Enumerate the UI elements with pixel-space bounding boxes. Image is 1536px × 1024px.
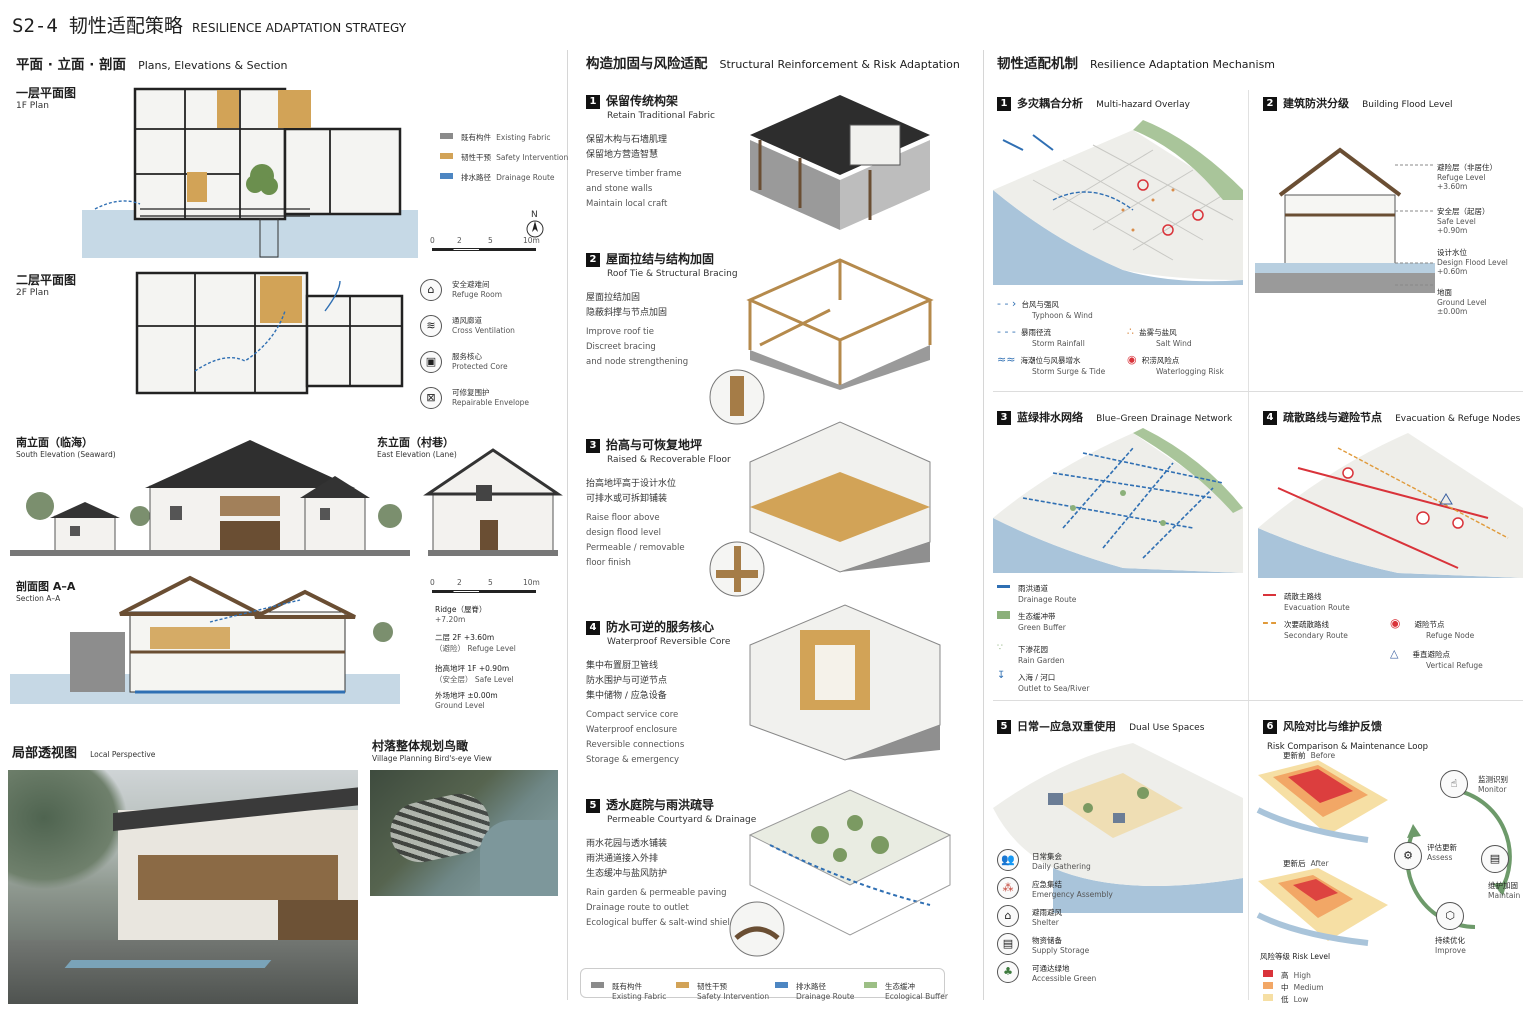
- section-label: 剖面图 A–A Section A–A: [16, 580, 76, 603]
- hr-2: [993, 700, 1523, 701]
- title-cn: 韧性适配策略: [68, 15, 183, 37]
- section-scale-bar: 0 2 5 10m: [430, 578, 542, 598]
- waterlog-target-icon: ◉: [1127, 353, 1137, 366]
- storage-icon: ▤: [997, 933, 1019, 955]
- east-elevation-drawing: [423, 448, 563, 556]
- assess-icon: ⚙: [1394, 842, 1422, 870]
- shelter-icon: ⌂: [997, 905, 1019, 927]
- divider-left: [567, 50, 568, 1000]
- south-elevation-label: 南立面（临海） South Elevation (Seaward): [16, 436, 116, 459]
- plan2-label: 二层平面图 2F Plan: [16, 273, 77, 298]
- detail-circle-2: [709, 369, 765, 425]
- legend-existing: 既有构件 Existing Fabric: [440, 125, 550, 144]
- middle-legend: 既有构件 Existing Fabric 韧性干预 Safety Interve…: [580, 968, 948, 1001]
- wind-icon: ≋: [420, 315, 442, 337]
- divider-right: [983, 50, 984, 1000]
- monitor-icon: ☝: [1440, 770, 1468, 798]
- panel-2-section: [1255, 147, 1435, 293]
- tree-icon: ♣: [997, 961, 1019, 983]
- legend-drainage: 排水路径 Drainage Route: [440, 165, 555, 184]
- page-code: S2-4: [12, 15, 58, 37]
- panel-4-map: [1258, 433, 1523, 578]
- page-title: S2-4 韧性适配策略 RESILIENCE ADAPTATION STRATE…: [12, 11, 406, 38]
- hr-1: [993, 391, 1523, 392]
- axon-step-1: [750, 95, 930, 230]
- improve-icon: ⬡: [1436, 902, 1464, 930]
- axon-step-2: [746, 258, 934, 390]
- typhoon-arrow-icon: - - ›: [997, 297, 1017, 310]
- axon-step-5: [748, 789, 952, 936]
- perspective-image: [8, 770, 358, 1004]
- divider-right-inner: [1248, 90, 1249, 1000]
- gathering-icon: 👥: [997, 849, 1019, 871]
- title-en: RESILIENCE ADAPTATION STRATEGY: [191, 21, 407, 35]
- perspective-label: 局部透视图 Local Perspective: [12, 746, 156, 761]
- scale-bar: 0 2 5 10m: [430, 236, 542, 256]
- plan2-drawing: [135, 271, 404, 395]
- maintain-icon: ▤: [1481, 845, 1509, 873]
- after-label: 更新后 After: [1283, 859, 1329, 868]
- detail-circle-5: [729, 901, 785, 957]
- panel-1-map: [993, 120, 1243, 285]
- plan1-drawing: [82, 87, 418, 258]
- plan1-label: 一层平面图 1F Plan: [16, 86, 77, 111]
- after-heatmap: [1256, 868, 1388, 946]
- birdseye-label: 村落整体规划鸟瞰 Village Planning Bird's-eye Vie…: [372, 739, 492, 763]
- north-arrow-icon: [526, 220, 544, 238]
- core-icon: ▣: [420, 351, 442, 373]
- roof-house-icon: ⌂: [420, 279, 442, 301]
- before-heatmap: [1256, 760, 1388, 843]
- panel-3-map: [993, 428, 1243, 573]
- birdseye-image: [370, 770, 558, 896]
- assembly-icon: ⁂: [997, 877, 1019, 899]
- legend-intervention: 韧性干预 Safety Intervention: [440, 145, 568, 164]
- south-elevation-drawing: [10, 440, 410, 556]
- section-drawing: [10, 575, 400, 704]
- envelope-icon: ⊠: [420, 387, 442, 409]
- axon-step-4: [749, 604, 941, 761]
- before-label: 更新前 Before: [1283, 751, 1336, 760]
- salt-dots-icon: ∴: [1127, 325, 1134, 338]
- wave-icon: ≈≈: [997, 353, 1016, 366]
- east-elevation-label: 东立面（村巷） East Elevation (Lane): [377, 436, 457, 459]
- rain-line-icon: - - -: [997, 325, 1016, 338]
- north-label: N: [531, 210, 538, 220]
- panel-5-map: [993, 743, 1243, 913]
- detail-circle-3: [709, 541, 765, 597]
- axon-step-3: [749, 421, 931, 573]
